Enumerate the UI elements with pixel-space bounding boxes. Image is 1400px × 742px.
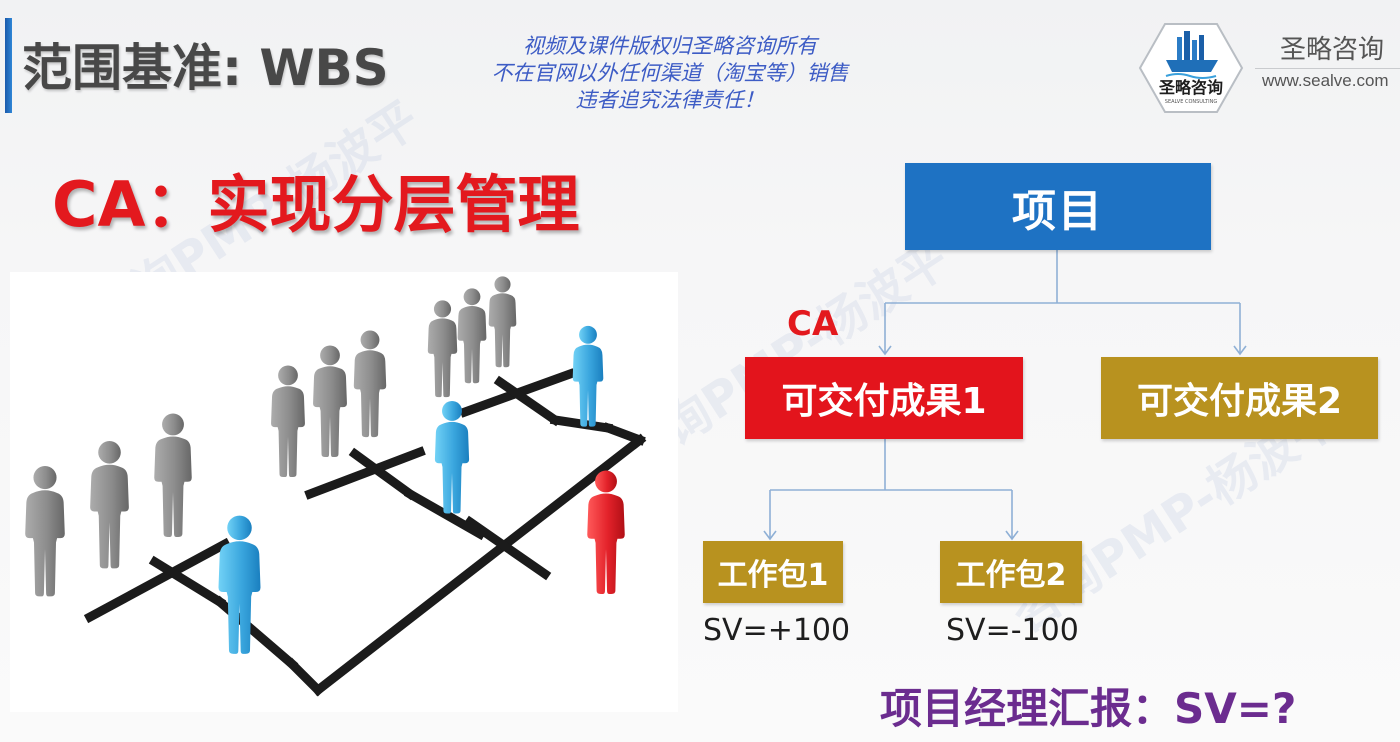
deliverable-node-1: 可交付成果1	[745, 357, 1023, 439]
gray-person-figure	[353, 330, 387, 438]
summary-question: 项目经理汇报：SV=?	[880, 684, 1297, 733]
gray-person-figure	[154, 413, 192, 537]
arrowhead-icon	[1233, 345, 1247, 356]
arrowhead-icon	[1005, 530, 1019, 541]
arrowhead-icon	[878, 345, 892, 356]
copyright-line: 不在官网以外任何渠道（淘宝等）销售	[491, 61, 849, 85]
blue-person-figure	[572, 325, 604, 427]
wbs-connectors	[763, 250, 1247, 541]
gray-person-figure	[457, 288, 487, 384]
copyright-line: 违者追究法律责任！	[575, 88, 765, 112]
gray-person-figure	[427, 300, 458, 398]
control-account-label: CA	[787, 304, 839, 344]
brand-logo-graphic: 圣略咨询 SEALVE CONSULTING	[1138, 23, 1244, 113]
logo-name: 圣略咨询	[1158, 78, 1223, 97]
brand-website: www.sealve.com	[1262, 71, 1389, 90]
brand-name: 圣略咨询	[1280, 35, 1385, 65]
work-package-label: 工作包2	[955, 558, 1067, 593]
title-accent-bar	[5, 18, 12, 113]
blue-person-figure	[434, 400, 470, 514]
arrowhead-icon	[763, 530, 777, 541]
deliverable-label: 可交付成果2	[1136, 381, 1343, 422]
gray-person-figure	[25, 466, 65, 597]
copyright-line: 视频及课件版权归圣略咨询所有	[523, 34, 817, 58]
brand-divider	[1255, 68, 1400, 69]
wbs-root-node: 项目	[905, 163, 1211, 250]
gray-person-figure	[271, 365, 305, 478]
team-hierarchy-image	[25, 276, 647, 697]
gray-person-figure	[488, 276, 517, 368]
gray-person-figure	[90, 441, 129, 569]
copyright-notice: 视频及课件版权归圣略咨询所有 不在官网以外任何渠道（淘宝等）销售 违者追究法律责…	[455, 33, 885, 114]
work-package-label: 工作包1	[717, 558, 829, 593]
schedule-variance-1: SV=+100	[703, 613, 851, 648]
slide-subtitle: CA：实现分层管理	[52, 168, 580, 241]
hierarchy-lines	[83, 368, 647, 697]
work-package-node-1: 工作包1	[703, 541, 843, 603]
red-person-figure	[587, 470, 625, 594]
schedule-variance-2: SV=-100	[946, 613, 1079, 648]
deliverable-label: 可交付成果1	[781, 381, 987, 422]
team-hierarchy-illustration	[10, 272, 678, 712]
wbs-root-label: 项目	[1012, 185, 1104, 237]
gray-person-figure	[313, 345, 347, 458]
work-package-node-2: 工作包2	[940, 541, 1082, 603]
slide-title: 范围基准: WBS	[22, 39, 389, 97]
ship-logo-icon	[1165, 31, 1218, 79]
logo-tagline: SEALVE CONSULTING	[1165, 99, 1218, 105]
deliverable-node-2: 可交付成果2	[1101, 357, 1378, 439]
brand-logo: 圣略咨询 SEALVE CONSULTING	[1138, 22, 1244, 114]
